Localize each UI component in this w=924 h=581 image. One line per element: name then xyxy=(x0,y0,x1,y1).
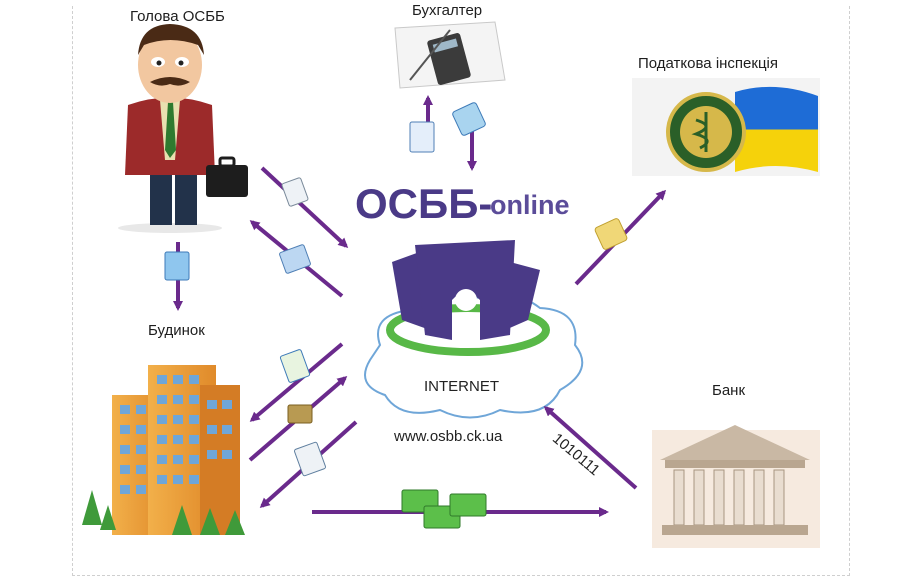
tax-emblem xyxy=(632,78,820,176)
scroll-icon xyxy=(594,218,628,250)
arrow-chairman-to-hub xyxy=(260,166,349,249)
doc-pencil-icon xyxy=(281,177,309,207)
pen-chart-icon xyxy=(279,349,311,383)
accountant-clipboard xyxy=(394,21,506,89)
banknotes-icon-3 xyxy=(449,493,487,517)
document-icons xyxy=(164,102,628,529)
folder-icon xyxy=(164,251,190,281)
bank-illustration xyxy=(652,425,820,548)
label-building: Будинок xyxy=(148,322,205,339)
arrow-hub-to-building-1 xyxy=(249,342,344,422)
internet-label: INTERNET xyxy=(424,378,499,395)
docs-icon xyxy=(293,441,327,477)
site-url: www.osbb.ck.ua xyxy=(394,428,503,445)
spreadsheet-icon xyxy=(409,121,435,153)
arrow-bank-to-hub xyxy=(543,406,638,490)
brand-online: online xyxy=(490,190,570,220)
label-accountant: Бухгалтер xyxy=(412,2,483,19)
label-bank: Банк xyxy=(712,382,746,399)
label-tax: Податкова інспекція xyxy=(638,55,779,72)
internet-cloud xyxy=(364,293,584,419)
money-stack-icon xyxy=(287,404,313,424)
brand-ossbb: ОСББ- xyxy=(355,180,493,227)
doc-sheet-icon xyxy=(279,244,311,274)
osbb-logo xyxy=(392,240,540,340)
chairman-figure xyxy=(118,24,248,233)
label-chairman: Голова ОСББ xyxy=(130,8,225,25)
price-tag-icon xyxy=(452,102,486,136)
building-illustration xyxy=(82,365,245,535)
diagram-frame xyxy=(72,6,850,576)
